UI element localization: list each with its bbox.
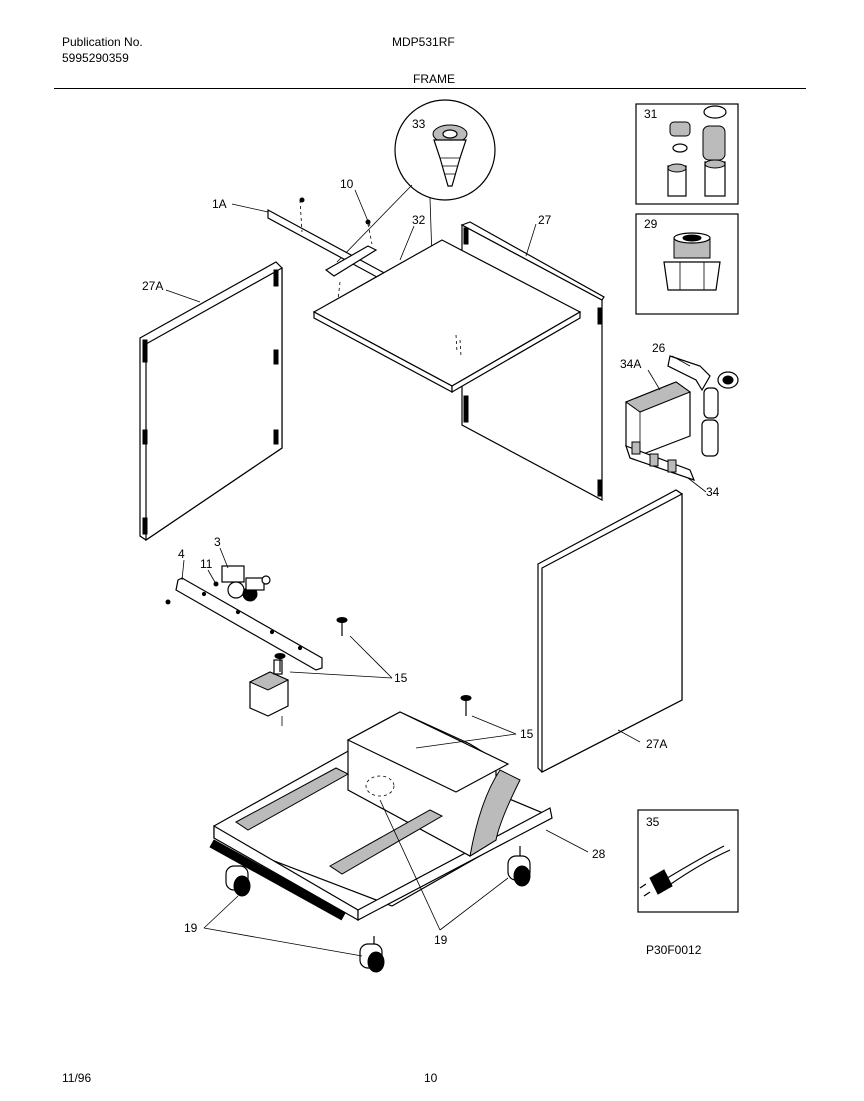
- callout-labels: 1A 10 32 27 33 27A 31 29 26 34A 34 3 4 1…: [142, 107, 720, 957]
- part-33-plug: [432, 124, 468, 187]
- part-34A-module: [624, 381, 692, 457]
- callout-35: 35: [646, 815, 660, 829]
- inset-box-31: [635, 103, 739, 205]
- section-title: FRAME: [413, 72, 455, 86]
- callout-19-right: 19: [434, 933, 448, 947]
- callout-15-lower: 15: [520, 727, 534, 741]
- part-34-switch: [625, 441, 696, 481]
- part-28-base: [209, 711, 553, 922]
- callout-31: 31: [644, 107, 658, 121]
- callout-27A-left: 27A: [142, 279, 163, 293]
- part-29-fitting: [663, 232, 721, 291]
- callout-11: 11: [200, 557, 213, 571]
- callout-28: 28: [592, 847, 606, 861]
- model-number: MDP531RF: [392, 35, 455, 49]
- part-19-casters: [225, 846, 531, 973]
- part-27A-right-panel: [537, 489, 683, 773]
- part-32-rail: [324, 245, 378, 301]
- inset-box-35: [637, 809, 739, 913]
- callout-34A: 34A: [620, 357, 641, 371]
- callout-3: 3: [214, 535, 221, 549]
- header-rule: [54, 88, 806, 89]
- part-27A-left-panel: [139, 261, 283, 542]
- leader-lines: [165, 189, 707, 957]
- top-panel: [312, 239, 582, 394]
- inset-box-29: [635, 213, 739, 315]
- figure-code: P30F0012: [646, 943, 702, 957]
- callout-29: 29: [644, 217, 658, 231]
- callout-1A: 1A: [212, 197, 227, 211]
- publication-number: 5995290359: [62, 51, 129, 65]
- callout-15-upper: 15: [394, 671, 408, 685]
- callout-27A-right: 27A: [646, 737, 667, 751]
- part-26-elbow: [667, 355, 739, 457]
- pressure-switch-box: [248, 659, 290, 726]
- callout-27: 27: [538, 213, 552, 227]
- publication-label: Publication No.: [62, 35, 143, 49]
- callout-19-left: 19: [184, 921, 198, 935]
- detail-circle-33: [336, 99, 496, 351]
- part-3-valve: [221, 565, 271, 602]
- part-35-power-cord: [639, 845, 731, 897]
- callout-33: 33: [412, 117, 426, 131]
- callout-4: 4: [178, 547, 185, 561]
- footer-date: 11/96: [62, 1071, 92, 1085]
- part-31-fittings: [667, 105, 727, 197]
- callout-26: 26: [652, 341, 666, 355]
- callout-34: 34: [706, 485, 720, 499]
- footer-page-number: 10: [424, 1071, 438, 1085]
- callout-10: 10: [340, 177, 354, 191]
- callout-32: 32: [412, 213, 426, 227]
